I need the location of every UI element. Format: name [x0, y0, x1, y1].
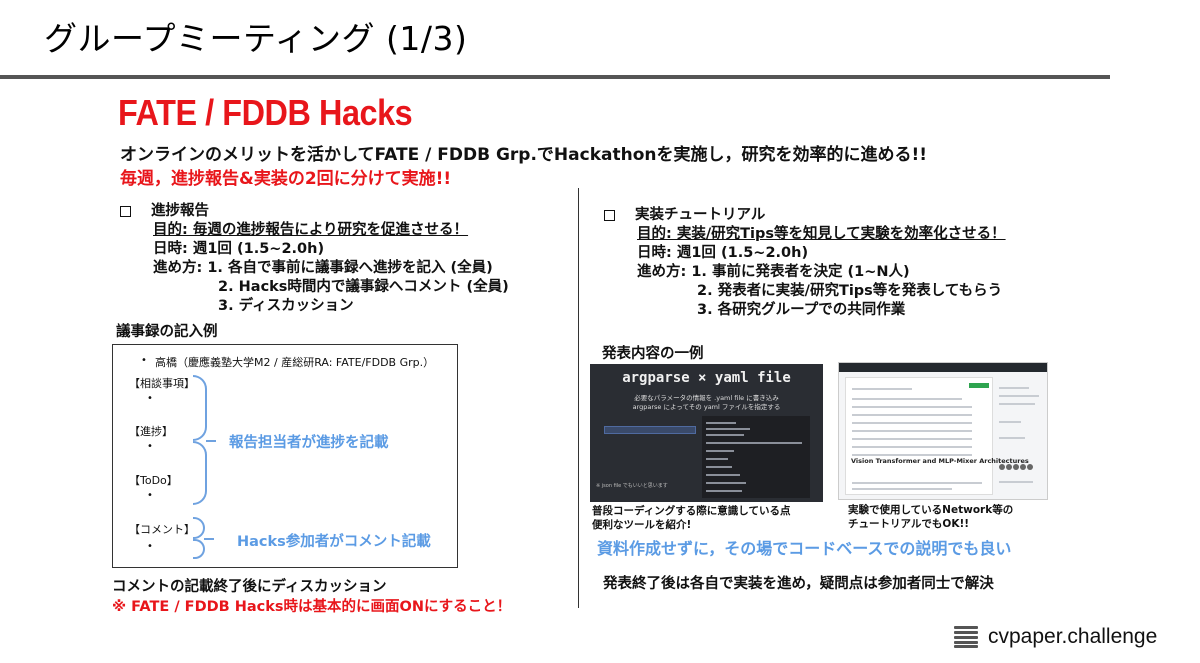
progress-report-step-3: 3. ディスカッション — [218, 298, 354, 314]
minutes-name-line: 高橋（慶應義塾大学M2 / 産総研RA: FATE/FDDB Grp.） — [155, 356, 435, 369]
github-header-bar — [839, 363, 1047, 372]
tutorial-step-3: 3. 各研究グループでの共同作業 — [697, 302, 906, 318]
progress-report-heading: 進捗報告 — [151, 203, 209, 219]
tutorial-heading: 実装チュートリアル — [635, 207, 766, 223]
hacks-intro: オンラインのメリットを活かしてFATE / FDDB Grp.でHackatho… — [120, 145, 927, 165]
github-readme-heading: Vision Transformer and MLP-Mixer Archite… — [851, 457, 1029, 465]
camera-on-note: ※ FATE / FDDB Hacks時は基本的に画面ONにすること！ — [112, 599, 512, 615]
brace-upper-top — [193, 375, 207, 441]
after-presentation-note: 発表終了後は各自で実装を進め，疑問点は参加者同士で解決 — [603, 576, 994, 592]
caption-network: 実験で使用しているNetwork等の チュートリアルでもOK!! — [848, 504, 1014, 530]
tutorial-step-1: 進め方: 1. 事前に発表者を決定 (1~N人) — [637, 264, 910, 280]
argparse-slide-footnote: ※ json file でもいいと思います — [596, 483, 668, 489]
tutorial-purpose: 目的: 実装/研究Tips等を知見して実験を効率化させる！ — [637, 226, 1006, 242]
minutes-todo-label: 【ToDo】 — [129, 474, 178, 487]
tutorial-step-2: 2. 発表者に実装/研究Tips等を発表してもらう — [697, 283, 1003, 299]
page-title: グループミーティング (1/3) — [44, 19, 468, 58]
bullet: • — [147, 441, 153, 452]
left-bottom-notes: コメントの記載終了後にディスカッション ※ FATE / FDDB Hacks時… — [112, 577, 511, 617]
codebase-explanation-note: 資料作成せずに，その場でコードベースでの説明でも良い — [597, 539, 1012, 558]
github-repo-image: Vision Transformer and MLP-Mixer Archite… — [838, 362, 1048, 500]
progress-report-schedule: 日時: 週1回 (1.5~2.0h) — [153, 241, 325, 257]
stacked-layers-icon — [954, 626, 978, 648]
title-divider — [0, 75, 1110, 79]
column-divider — [578, 188, 579, 608]
caption-argparse: 普段コーディングする際に意識している点 便利なツールを紹介! — [592, 505, 791, 531]
github-file-list — [845, 377, 993, 495]
minutes-consult-label: 【相談事項】 — [129, 377, 195, 390]
bullet: • — [147, 490, 153, 501]
tutorial-schedule: 日時: 週1回 (1.5~2.0h) — [637, 245, 809, 261]
bullet: • — [147, 393, 153, 404]
brace-lower-bottom — [193, 539, 205, 559]
argparse-slide-subtitle: 必要なパラメータの情報を .yaml file に書き込み argparse に… — [632, 394, 781, 411]
checkbox-icon — [604, 210, 615, 221]
minutes-example-title: 議事録の記入例 — [116, 324, 218, 340]
bullet: • — [147, 541, 153, 552]
contributors-avatars — [999, 455, 1034, 474]
brace-upper-tip — [206, 440, 216, 442]
brand-text: cvpaper.challenge — [988, 625, 1158, 648]
brace-lower-tip — [204, 538, 214, 540]
minutes-note-reporter: 報告担当者が進捗を記載 — [229, 435, 389, 451]
bullet: • — [141, 355, 147, 366]
argparse-slide-image: argparse × yaml file 必要なパラメータの情報を .yaml … — [590, 364, 823, 502]
hacks-title: FATE / FDDB Hacks — [118, 92, 413, 133]
minutes-comment-label: 【コメント】 — [129, 523, 195, 536]
brace-upper-bottom — [193, 441, 207, 505]
progress-report-section: 進捗報告 目的: 毎週の進捗報告により研究を促進させる！ 日時: 週1回 (1.… — [120, 202, 509, 316]
discussion-note: コメントの記載終了後にディスカッション — [112, 579, 387, 595]
brand-logo: cvpaper.challenge — [954, 625, 1157, 649]
github-code-button — [969, 383, 989, 388]
github-sidebar — [999, 377, 1043, 495]
minutes-example-box: • 高橋（慶應義塾大学M2 / 産総研RA: FATE/FDDB Grp.） 【… — [112, 344, 458, 568]
minutes-progress-label: 【進捗】 — [129, 425, 173, 438]
minutes-note-comment: Hacks参加者がコメント記載 — [237, 534, 431, 550]
progress-report-step-1: 進め方: 1. 各自で事前に議事録へ進捗を記入 (全員) — [153, 260, 493, 276]
code-snippet — [702, 416, 810, 498]
hacks-intro-highlight: 毎週，進捗報告&実装の2回に分けて実施!! — [120, 169, 452, 189]
checkbox-icon — [120, 206, 131, 217]
argparse-slide-title: argparse × yaml file — [622, 370, 791, 386]
presentation-example-title: 発表内容の一例 — [602, 346, 704, 362]
progress-report-purpose: 目的: 毎週の進捗報告により研究を促進させる！ — [153, 222, 469, 238]
progress-report-step-2: 2. Hacks時間内で議事録へコメント (全員) — [218, 279, 509, 295]
tutorial-section: 実装チュートリアル 目的: 実装/研究Tips等を知見して実験を効率化させる！ … — [604, 206, 1006, 320]
brace-lower-top — [193, 517, 205, 539]
terminal-command-bar — [604, 426, 696, 434]
